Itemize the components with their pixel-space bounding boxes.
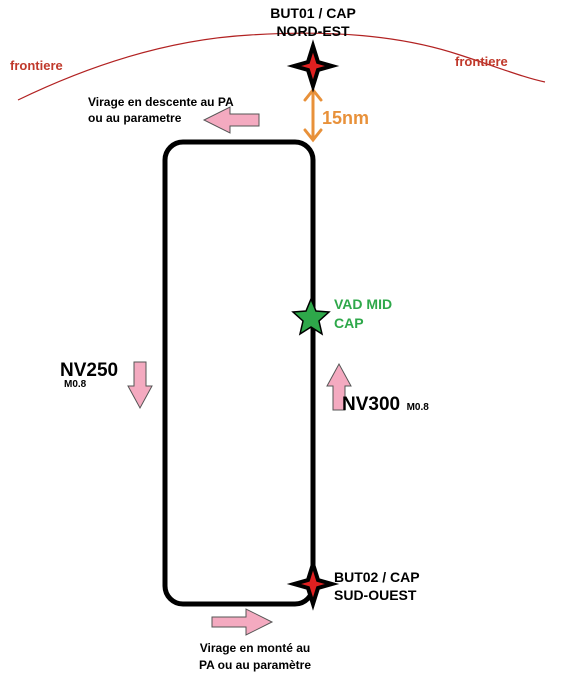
vad-mid-label-line2: CAP (334, 315, 364, 331)
frontier-line (17, 32, 546, 101)
but01-label-line1: BUT01 / CAP (270, 5, 356, 21)
distance-label: 15nm (322, 108, 370, 128)
frontier-label-right: frontiere (455, 54, 508, 69)
vad-mid-label-line1: VAD MID (334, 296, 393, 312)
but02-label: BUT02 / CAP SUD-OUEST (334, 568, 420, 604)
climb-turn-arrow (211, 608, 274, 636)
descent-turn-arrow (202, 106, 260, 134)
climb-turn-label-line1: Virage en monté au (199, 641, 311, 655)
descent-turn-label-line1: Virage en descente au PA (88, 95, 234, 109)
descent-turn-label: Virage en descente au PA ou au parametre (88, 94, 234, 126)
frontier-label-left: frontiere (10, 58, 63, 73)
descent-arrow (127, 361, 153, 410)
but01-label-line2: NORD-EST (276, 23, 350, 39)
nv250-label: NV250 M0.8 (60, 360, 118, 390)
nv300-level: NV300 (342, 394, 401, 415)
holding-pattern-track (162, 139, 316, 607)
nv250-level: NV250 (60, 360, 119, 381)
vad-mid-label: VAD MID CAP (334, 295, 392, 333)
but02-label-line1: BUT02 / CAP (334, 569, 420, 585)
climb-turn-label: Virage en monté au PA ou au paramètre (180, 640, 330, 674)
descent-turn-label-line2: ou au parametre (88, 111, 182, 125)
nv250-mach: M0.8 (64, 379, 87, 390)
vad-mid-star-icon (291, 297, 331, 336)
distance-arrow (303, 87, 323, 143)
nv300-mach: M0.8 (406, 402, 429, 413)
but02-label-line2: SUD-OUEST (334, 587, 417, 603)
climb-turn-label-line2: PA ou au paramètre (198, 658, 312, 672)
but01-label: BUT01 / CAP NORD-EST (250, 4, 376, 40)
but01-waypoint-icon (286, 39, 340, 93)
climb-arrow (326, 362, 352, 411)
but02-waypoint-icon (286, 557, 340, 611)
nv300-label: NV300 M0.8 (342, 394, 429, 416)
